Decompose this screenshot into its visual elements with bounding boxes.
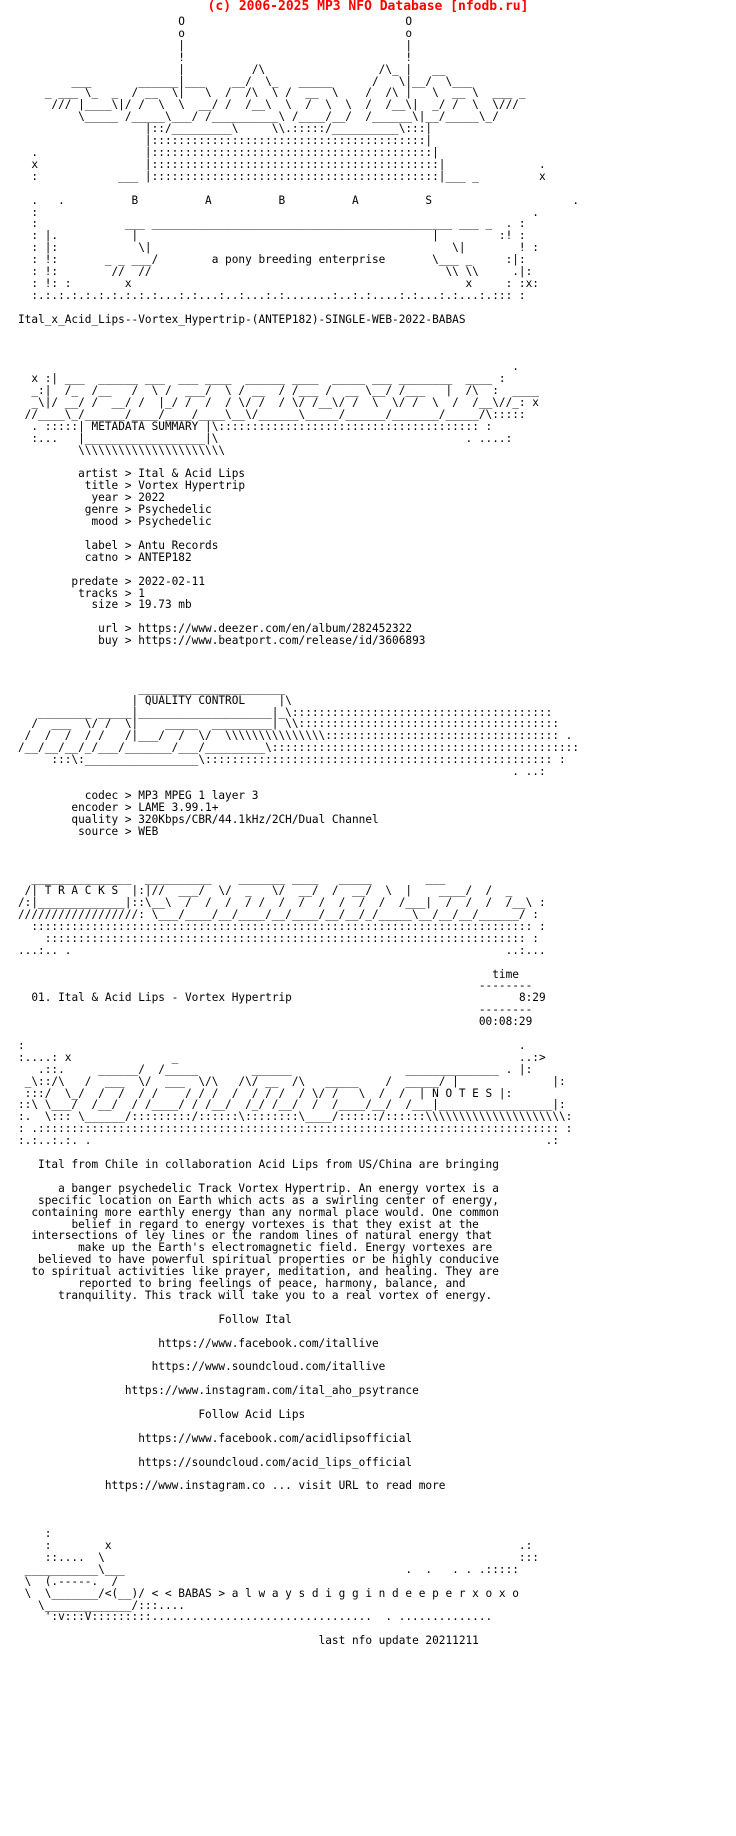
release-name: Ital_x_Acid_Lips--Vortex_Hypertrip-(ANTE… (18, 312, 466, 326)
track-time: 8:29 (518, 991, 546, 1005)
notes-block: Ital from Chile in collaboration Acid Li… (31, 1158, 499, 1493)
ital-facebook-link[interactable]: https://www.facebook.com/itallive (158, 1336, 379, 1350)
follow-acid-heading: Follow Acid Lips (198, 1408, 306, 1422)
metadata-block: artist > Ital & Acid Lips title > Vortex… (18, 467, 426, 648)
logo-letters: B A B A S (131, 193, 433, 207)
track-name: Ital & Acid Lips - Vortex Hypertrip (58, 991, 292, 1005)
follow-ital-heading: Follow Ital (218, 1312, 292, 1326)
ascii-art-top: O O o o | | ! (31, 15, 546, 207)
acid-soundcloud-link[interactable]: https://soundcloud.com/acid_lips_officia… (138, 1455, 413, 1469)
last-update: last nfo update 20211211 (318, 1634, 479, 1648)
quality-title: QUALITY CONTROL (144, 693, 246, 707)
nfo-document: O O o o | | ! (18, 15, 580, 1648)
tracks-title: T R A C K S (44, 884, 119, 898)
tagline: a pony breeding enterprise (211, 253, 386, 267)
footer-motto: < BABAS > a l w a y s d i g g i n d e e … (164, 1586, 519, 1600)
ital-instagram-link[interactable]: https://www.instagram.com/ital_aho_psytr… (124, 1384, 419, 1398)
beatport-link[interactable]: https://www.beatport.com/release/id/3606… (138, 634, 426, 648)
time-header: time (492, 967, 519, 981)
tracklist-block: time -------- 01. Ital & Acid Lips - Vor… (31, 967, 546, 1029)
metadata-title: METADATA SUMMARY (91, 419, 199, 433)
total-time: 00:08:29 (478, 1015, 533, 1029)
quality-block: codec > MP3 MPEG 1 layer 3 encoder > LAM… (18, 788, 379, 838)
acid-facebook-link[interactable]: https://www.facebook.com/acidlipsofficia… (138, 1431, 413, 1445)
deezer-link[interactable]: https://www.deezer.com/en/album/28245232… (138, 622, 413, 636)
notes-title: N O T E S (432, 1086, 493, 1100)
copyright-banner: (c) 2006-2025 MP3 NFO Database [nfodb.ru… (207, 0, 529, 14)
ital-soundcloud-link[interactable]: https://www.soundcloud.com/itallive (151, 1360, 386, 1374)
acid-instagram-link[interactable]: https://www.instagram.co ... visit URL t… (104, 1479, 446, 1493)
